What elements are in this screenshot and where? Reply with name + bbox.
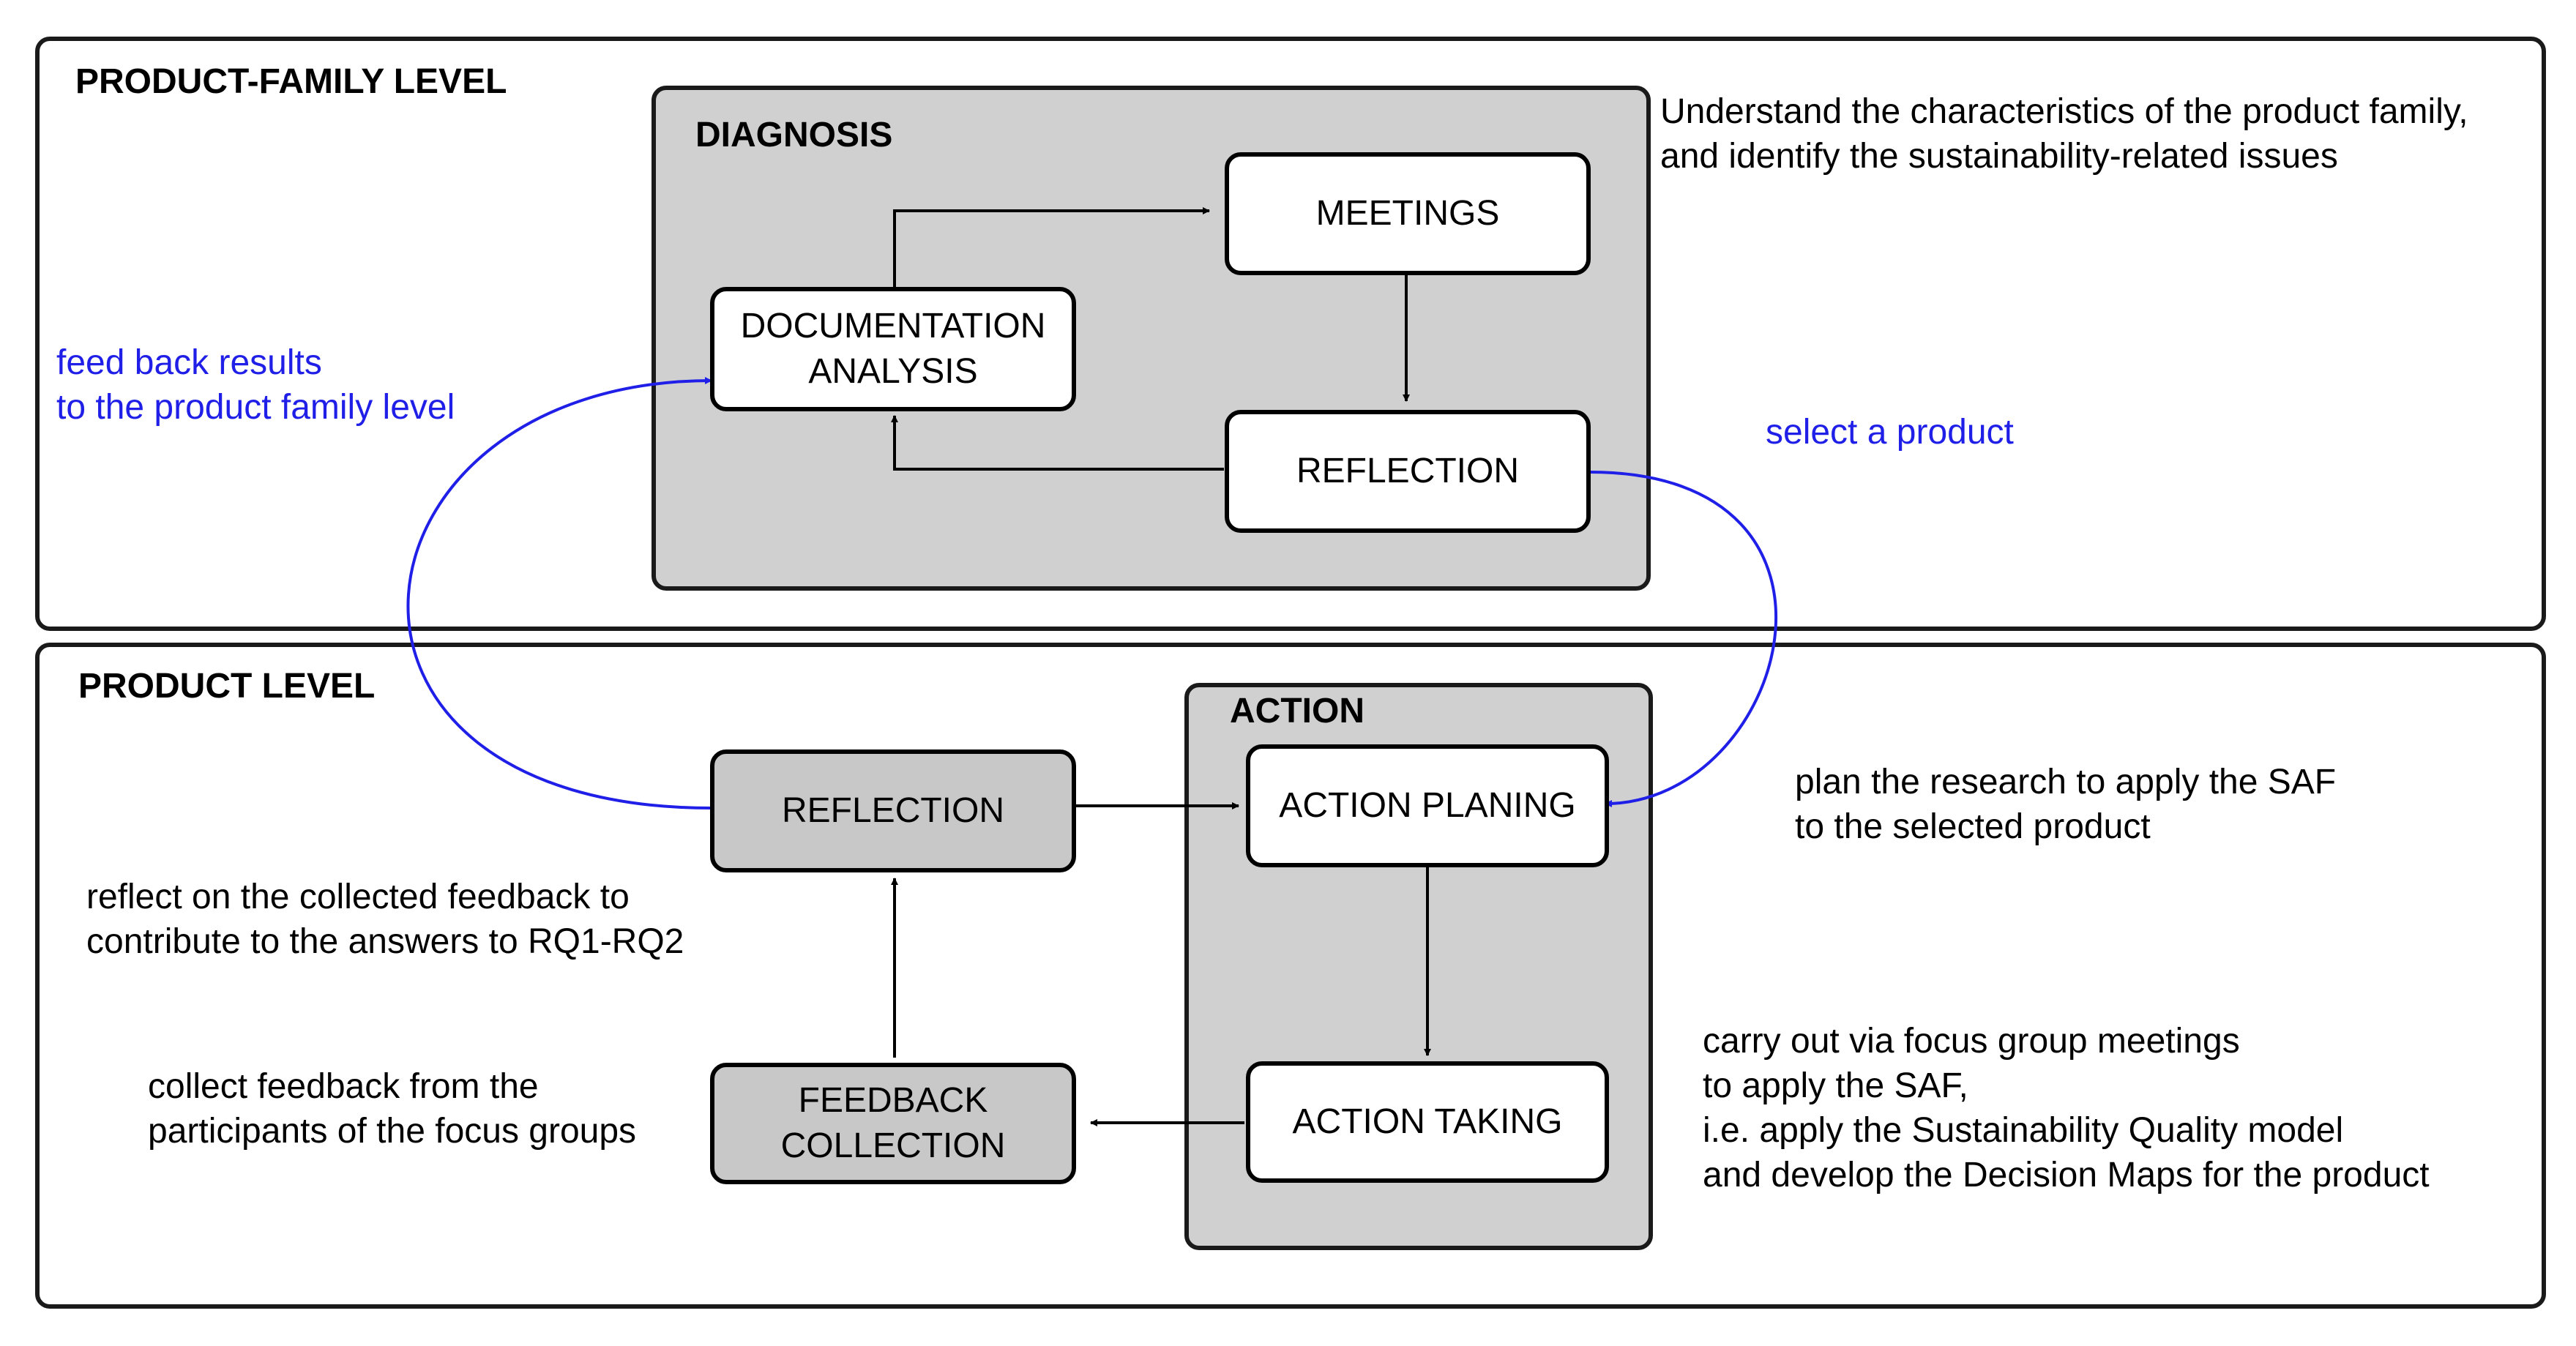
feed-back-note: feed back results to the product family … xyxy=(56,343,455,427)
reflect-feedback-note: reflect on the collected feedback to con… xyxy=(86,878,684,961)
product-level-title: PRODUCT LEVEL xyxy=(78,667,376,706)
diagnosis-title: DIAGNOSIS xyxy=(695,116,893,154)
documentation-analysis-node: DOCUMENTATION ANALYSIS xyxy=(710,287,1076,411)
reflection-product-node: REFLECTION xyxy=(710,749,1076,872)
reflection-family-node: REFLECTION xyxy=(1225,410,1591,533)
plan-research-note: plan the research to apply the SAF to th… xyxy=(1795,763,2337,846)
product-family-level-title: PRODUCT-FAMILY LEVEL xyxy=(75,62,507,101)
select-product-note: select a product xyxy=(1766,413,2014,452)
action-title: ACTION xyxy=(1230,692,1364,730)
arrow-documentation-to-meetings xyxy=(893,207,1210,288)
action-planing-node: ACTION PLANING xyxy=(1246,744,1609,867)
collect-feedback-note: collect feedback from the participants o… xyxy=(148,1067,637,1151)
understand-note: Understand the characteristics of the pr… xyxy=(1660,92,2468,176)
arrow-select-a-product xyxy=(1589,471,1777,807)
meetings-node: MEETINGS xyxy=(1225,152,1591,275)
action-taking-node: ACTION TAKING xyxy=(1246,1061,1609,1183)
arrow-reflection-to-documentation xyxy=(891,415,1224,471)
arrow-feed-back-results xyxy=(406,377,712,810)
feedback-collection-node: FEEDBACK COLLECTION xyxy=(710,1063,1076,1184)
carry-out-note: carry out via focus group meetings to ap… xyxy=(1703,1022,2430,1194)
